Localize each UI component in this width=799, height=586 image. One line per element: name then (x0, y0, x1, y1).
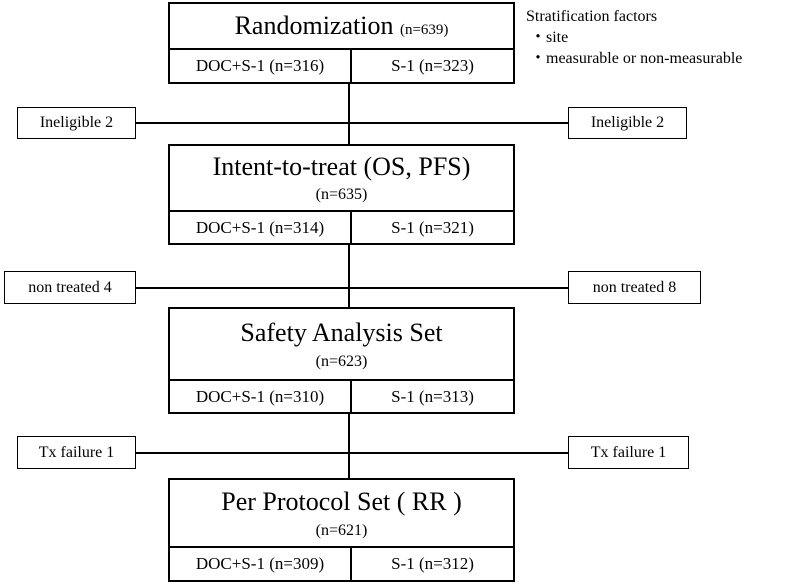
ineligible-left-box: Ineligible 2 (17, 107, 136, 139)
pps-arms: DOC+S-1 (n=309) S-1 (n=312) (168, 546, 515, 582)
pps-n: (n=621) (315, 522, 368, 539)
safety-title: Safety Analysis Set (240, 318, 443, 347)
safety-arm-s1: S-1 (n=313) (391, 386, 474, 406)
non-treated-right-box: non treated 8 (568, 271, 701, 304)
tx-failure-right-box: Tx failure 1 (568, 436, 689, 469)
safety-arm-doc-s1: DOC+S-1 (n=310) (170, 381, 352, 412)
itt-arm-doc-s1: DOC+S-1 (n=314) (170, 212, 352, 243)
itt-arm-s1: S-1 (n=321) (391, 217, 474, 237)
flow-connector-2 (348, 243, 350, 309)
exclusion-line-1 (136, 122, 568, 124)
pps-box: Per Protocol Set ( RR ) (n=621) (168, 478, 515, 548)
stratification-item-site: ・site (530, 29, 569, 46)
randomization-arms: DOC+S-1 (n=316) S-1 (n=323) (168, 48, 515, 84)
flow-connector-1 (348, 82, 350, 146)
stratification-factors: Stratification factors ・site ・measurable… (526, 6, 742, 69)
pps-title: Per Protocol Set ( RR ) (221, 487, 462, 516)
non-treated-left-box: non treated 4 (4, 271, 136, 304)
randomization-n: (n=639) (399, 22, 449, 38)
tx-failure-left-box: Tx failure 1 (17, 436, 136, 469)
randomization-arm-s1: S-1 (n=323) (391, 56, 474, 75)
randomization-arm-doc-s1: DOC+S-1 (n=316) (170, 50, 352, 82)
pps-arm-doc-s1: DOC+S-1 (n=309) (170, 548, 352, 580)
randomization-box: Randomization (n=639) (168, 2, 515, 50)
pps-arm-s1: S-1 (n=312) (391, 554, 474, 573)
safety-arms: DOC+S-1 (n=310) S-1 (n=313) (168, 379, 515, 414)
stratification-heading: Stratification factors (526, 8, 658, 25)
safety-n: (n=623) (315, 353, 368, 370)
stratification-item-measurable: ・measurable or non-measurable (530, 50, 743, 67)
randomization-title: Randomization (234, 11, 394, 40)
itt-title: Intent-to-treat (OS, PFS) (212, 152, 471, 181)
flow-connector-3 (348, 412, 350, 480)
ineligible-right-box: Ineligible 2 (568, 107, 687, 139)
itt-box: Intent-to-treat (OS, PFS) (n=635) (168, 144, 515, 212)
safety-box: Safety Analysis Set (n=623) (168, 307, 515, 381)
itt-arms: DOC+S-1 (n=314) S-1 (n=321) (168, 210, 515, 245)
exclusion-line-3 (136, 452, 568, 454)
exclusion-line-2 (136, 287, 568, 289)
itt-n: (n=635) (315, 186, 368, 203)
